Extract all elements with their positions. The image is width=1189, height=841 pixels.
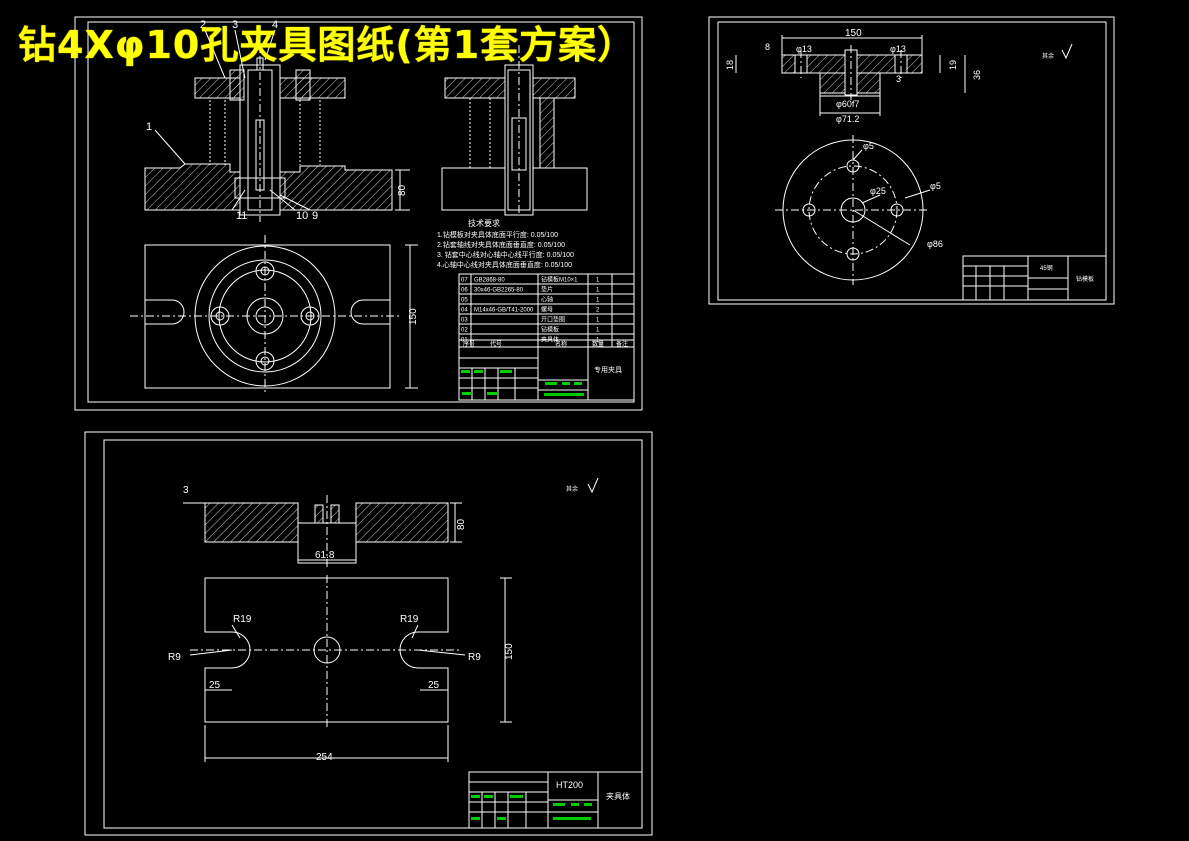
bom-cell-no: 02 [461, 328, 468, 334]
body-dim-80: 80 [456, 518, 467, 530]
drill-plate-roughness-symbol [1061, 43, 1073, 60]
bom-cell-name: 心轴 [541, 296, 553, 304]
assembly-part-label-4: 4 [272, 19, 278, 31]
bom-cell-no: 01 [461, 338, 468, 344]
assembly-note-1: 1.钻模板对夹具体底面平行度: 0.05/100 [437, 230, 558, 239]
page-title: 钻4Xφ10孔夹具图纸(第1套方案） [18, 23, 637, 67]
body-front-section [183, 495, 462, 570]
drill-plate-dim-hole-left: φ13 [796, 44, 812, 54]
drill-plate-title-block [962, 255, 1107, 301]
body-dim-r9-left: R9 [168, 652, 181, 663]
bom-cell-qty: 1 [596, 328, 600, 334]
drill-plate-dim-hole-right-small: φ5 [930, 181, 941, 191]
assembly-front-view [144, 29, 410, 222]
bom-cell-code: 30x46-GB2265-80 [474, 288, 524, 294]
drill-plate-dim-36: 36 [972, 70, 982, 80]
bom-cell-name: 钻模板M10×1 [541, 276, 578, 284]
assembly-note-2: 2.钻套轴线对夹具体底面垂直度: 0.05/100 [437, 240, 565, 249]
sheet-body: 3 80 61.8 其余 R19 R19 R9 R9 25 [84, 431, 653, 836]
body-plan-view [189, 575, 512, 762]
body-label-3: 3 [183, 485, 189, 496]
assembly-note-3: 3. 钻套中心线对心轴中心线平行度: 0.05/100 [437, 250, 574, 259]
sheet-body-frame-inner [103, 439, 643, 829]
drill-plate-dim-pcd: φ86 [927, 239, 943, 249]
body-dim-r9-right: R9 [468, 652, 481, 663]
bom-cell-code: GB2868-80 [474, 278, 505, 284]
bom-header-note: 备注 [616, 340, 628, 348]
body-dim-150: 150 [504, 643, 515, 660]
drill-plate-dim-8: 8 [765, 42, 770, 52]
sheet-body-frame-outer [84, 431, 653, 836]
body-dim-25-left: 25 [209, 680, 221, 691]
body-block-title: 夹具体 [606, 791, 630, 801]
bom-cell-no: 04 [461, 308, 468, 314]
drill-plate-dim-hole-right: φ13 [890, 44, 906, 54]
assembly-note-4: 4.心轴中心线对夹具体底面垂直度: 0.05/100 [437, 260, 572, 269]
body-dim-r19-left: R19 [233, 614, 252, 625]
bom-cell-name: 夹具体 [541, 336, 559, 344]
bom-cell-name: 螺母 [541, 306, 553, 314]
bom-cell-no: 03 [461, 318, 468, 324]
assembly-part-label-11: 11 [236, 210, 247, 222]
drill-plate-dim-hole-top: φ5 [863, 141, 874, 151]
sheet-assembly: 2 3 4 1 11 10 9 80 [74, 16, 643, 411]
sheet-drill-plate: 150 φ13 φ13 8 18 19 36 3 φ60f7 φ71.2 φ5 … [708, 16, 1115, 305]
assembly-part-label-1: 1 [146, 121, 152, 133]
drill-plate-material: 45钢 [1040, 264, 1053, 272]
bom-cell-qty: 1 [596, 338, 600, 344]
bom-cell-qty: 1 [596, 278, 600, 284]
bom-cell-qty: 2 [596, 308, 600, 314]
bom-cell-name: 钻模板 [541, 326, 559, 334]
bom-cell-name: 垫片 [541, 286, 553, 294]
drill-plate-dim-19: 19 [948, 60, 958, 70]
body-material: HT200 [556, 780, 583, 790]
drill-plate-dim-150: 150 [845, 28, 862, 39]
drill-plate-dim-d71: φ71.2 [836, 114, 859, 124]
bom-cell-code: M14x46-GB/T41-2000 [474, 308, 534, 314]
bom-cell-qty: 1 [596, 298, 600, 304]
assembly-part-label-9: 9 [312, 210, 318, 222]
assembly-block-title: 专用夹具 [594, 365, 622, 374]
bom-cell-no: 05 [461, 298, 468, 304]
sheet-assembly-frame-inner [87, 21, 635, 403]
bom-header-no: 序号 [463, 340, 475, 348]
sheet-assembly-frame-outer [74, 16, 643, 411]
drill-plate-dim-18: 18 [725, 60, 735, 70]
sheet-drill-plate-frame-inner [717, 21, 1107, 301]
body-dim-r19-right: R19 [400, 614, 419, 625]
bom-header-name: 名称 [555, 340, 567, 348]
assembly-top-view [130, 235, 418, 392]
bom-header-qty: 数量 [592, 340, 604, 348]
drill-plate-roughness-label: 其余 [1042, 52, 1054, 60]
assembly-part-label-2: 2 [200, 19, 206, 31]
bom-cell-no: 06 [461, 288, 468, 294]
bom-cell-no: 07 [461, 278, 468, 284]
body-dim-254: 254 [316, 752, 333, 763]
drill-plate-plan-view [775, 135, 931, 285]
bom-cell-qty: 1 [596, 318, 600, 324]
drill-plate-dim-3: 3 [896, 74, 901, 84]
sheet-drill-plate-frame-outer [708, 16, 1115, 305]
body-dim-25-right: 25 [428, 680, 440, 691]
body-title-block [468, 771, 643, 829]
assembly-title-block [458, 346, 635, 401]
assembly-dim-150: 150 [408, 308, 419, 325]
bom-cell-qty: 1 [596, 288, 600, 294]
assembly-dim-80: 80 [397, 184, 408, 196]
assembly-notes-title: 技术要求 [468, 218, 500, 228]
drill-plate-block-title: 钻模板 [1076, 275, 1094, 283]
drill-plate-section [735, 35, 966, 116]
bom-header-code: 代号 [490, 340, 502, 348]
drill-plate-dim-d60: φ60f7 [836, 99, 859, 109]
drill-plate-dim-bore: φ25 [870, 186, 886, 196]
assembly-part-label-10: 10 [296, 210, 308, 222]
body-roughness-label: 其余 [566, 485, 578, 493]
assembly-side-view [441, 45, 588, 216]
bom-cell-name: 开口垫圈 [541, 316, 565, 324]
body-dim-618: 61.8 [315, 550, 335, 561]
assembly-bom-rows: 07 GB2868-80 钻模板M10×1 1 06 30x46-GB2265-80 垫片 1… [461, 276, 628, 349]
body-roughness-symbol [587, 477, 599, 494]
assembly-part-label-3: 3 [232, 19, 238, 31]
